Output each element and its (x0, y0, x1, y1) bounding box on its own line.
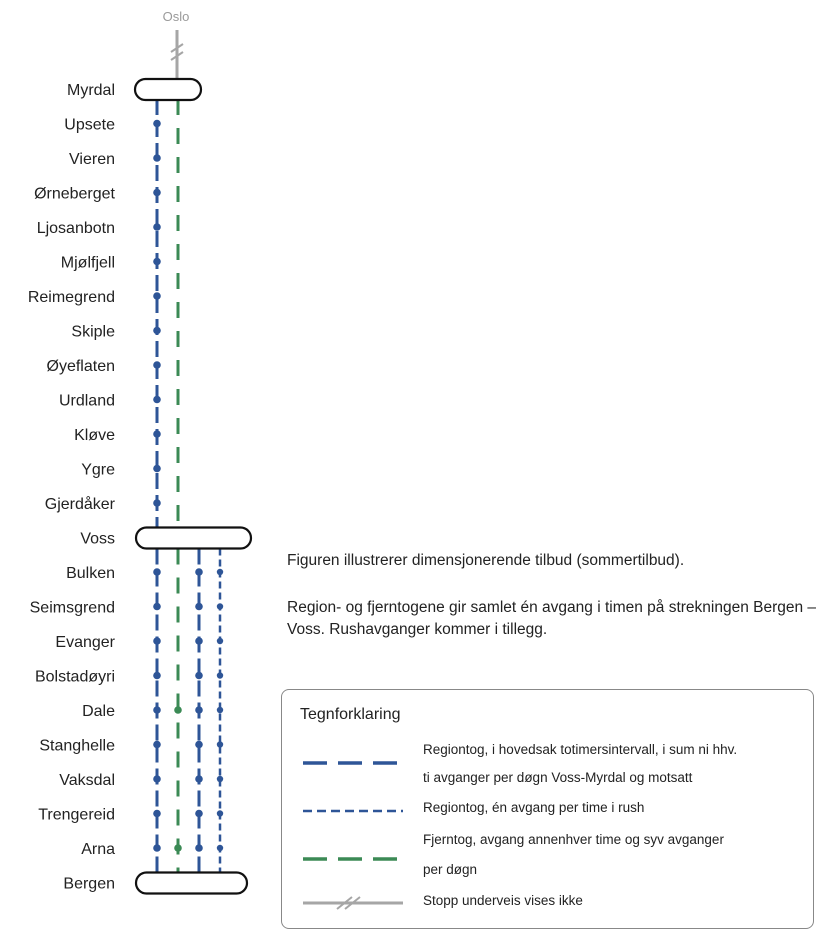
route-lines (153, 30, 224, 873)
station-label: Bolstadøyri (35, 669, 115, 686)
stop-dot (153, 775, 161, 783)
stop-dot (216, 637, 224, 645)
stop-dot (153, 395, 161, 404)
oslo-label: Oslo (163, 9, 190, 24)
legend-break-mark (336, 896, 353, 910)
station-label: Voss (80, 531, 115, 548)
break-mark (170, 43, 184, 53)
stop-dot (216, 810, 224, 817)
stop-dot (153, 292, 161, 300)
stop-dot (153, 671, 161, 680)
stop-dot (153, 499, 161, 507)
stop-dot (195, 844, 203, 852)
legend-long-distance-text-1: Fjerntog, avgang annenhver time og syv a… (423, 832, 724, 847)
stop-dot (153, 361, 161, 369)
stop-dot (195, 602, 203, 611)
stop-dot (216, 844, 224, 852)
stop-dot (153, 809, 161, 818)
station-label: Reimegrend (28, 289, 115, 306)
station-label: Evanger (55, 634, 115, 651)
stop-dot (153, 568, 161, 576)
legend-break-mark (344, 896, 361, 910)
station-labels: MyrdalUpseteVierenØrnebergetLjosanbotnMj… (28, 82, 116, 893)
stop-dot (153, 119, 161, 128)
legend-not-shown-text: Stopp underveis vises ikke (423, 893, 583, 908)
station-label: Bulken (66, 565, 115, 582)
station-label: Upsete (64, 117, 115, 134)
hub-myrdal (133, 77, 203, 102)
stop-dot (153, 844, 161, 852)
station-label: Trengereid (38, 807, 115, 824)
hub-bergen (134, 871, 249, 895)
station-label: Vieren (69, 151, 115, 168)
station-label: Myrdal (67, 82, 115, 99)
station-label: Gjerdåker (45, 495, 116, 513)
stop-dot (153, 430, 161, 438)
station-label: Ygre (81, 462, 115, 479)
legend-region-2h-text-1: Regiontog, i hovedsak totimersintervall,… (423, 742, 738, 757)
description-line-2: Region- og fjerntogene gir samlet én avg… (287, 599, 817, 638)
station-label: Stanghelle (39, 738, 115, 755)
station-label: Kløve (74, 427, 115, 444)
station-label: Urdland (59, 393, 115, 410)
stop-dot (195, 809, 203, 818)
hub-voss (134, 526, 253, 550)
stop-dot (153, 257, 161, 266)
stop-dot (153, 188, 161, 197)
legend-long-distance-text-2: per døgn (423, 862, 478, 877)
hub-stations (133, 77, 253, 895)
stop-dot (216, 603, 224, 610)
station-label: Øyeflaten (47, 358, 115, 375)
stop-dot (174, 844, 182, 852)
stop-dot (153, 602, 161, 611)
stop-dot (216, 672, 224, 679)
stop-dot (216, 706, 224, 714)
stop-dot (216, 568, 224, 576)
stop-dot (195, 568, 203, 576)
legend-region-rush-text: Regiontog, én avgang per time i rush (423, 800, 645, 815)
stop-dot (153, 154, 161, 162)
stop-dot (153, 740, 161, 749)
station-label: Ørneberget (34, 186, 115, 203)
stop-dot (153, 223, 161, 231)
legend-region-2h-text-2: ti avganger per døgn Voss-Myrdal og mots… (423, 770, 693, 785)
stop-dot (216, 741, 224, 748)
stop-dot (195, 671, 203, 680)
stop-dot (153, 637, 161, 645)
station-label: Vaksdal (59, 772, 115, 789)
stop-dot (195, 775, 203, 783)
description-line-1: Figuren illustrerer dimensjonerende tilb… (287, 552, 685, 569)
stop-dot (195, 637, 203, 645)
station-label: Mjølfjell (61, 255, 115, 272)
break-mark (170, 51, 184, 61)
stop-dot (174, 706, 182, 714)
stop-dot (153, 326, 161, 335)
station-label: Skiple (71, 324, 115, 341)
stop-dot (216, 775, 224, 783)
stop-dot (195, 740, 203, 749)
stop-dot (153, 706, 161, 714)
station-label: Seimsgrend (30, 600, 115, 617)
station-label: Ljosanbotn (37, 220, 115, 237)
station-label: Bergen (63, 876, 115, 893)
stop-dot (153, 464, 161, 473)
station-label: Dale (82, 703, 115, 720)
stop-dot (195, 706, 203, 714)
station-label: Arna (81, 841, 115, 858)
legend-symbols (303, 761, 403, 910)
legend-title: Tegnforklaring (300, 706, 401, 723)
